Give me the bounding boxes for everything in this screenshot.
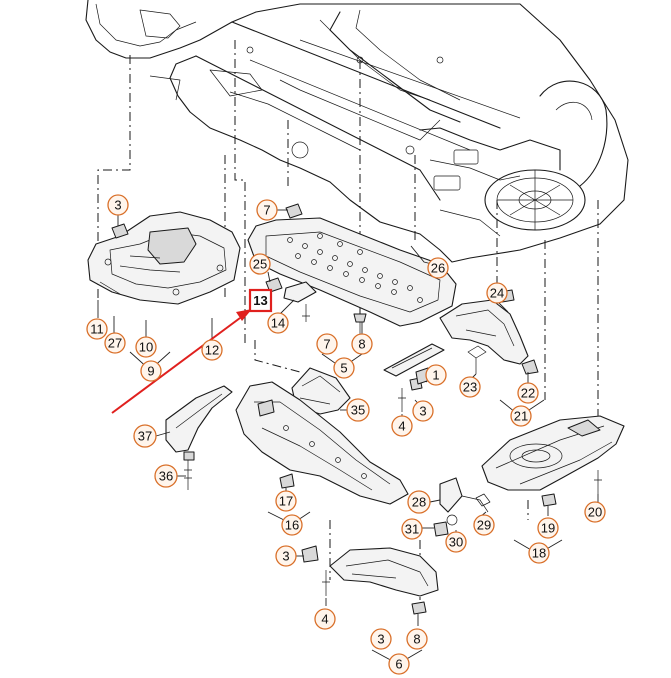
callout-4b[interactable]: 4 (314, 608, 336, 630)
callout-11[interactable]: 11 (86, 318, 108, 340)
svg-text:4: 4 (321, 612, 328, 627)
callout-23[interactable]: 23 (459, 376, 481, 398)
svg-text:21: 21 (514, 409, 528, 424)
svg-text:18: 18 (532, 546, 546, 561)
engine-undertray (87, 211, 241, 305)
callout-29[interactable]: 29 (473, 514, 495, 536)
svg-text:35: 35 (351, 403, 365, 418)
callout-22[interactable]: 22 (517, 382, 539, 404)
vehicle-underbody (85, 0, 629, 263)
svg-text:19: 19 (541, 521, 555, 536)
callout-24[interactable]: 24 (486, 282, 508, 304)
svg-text:37: 37 (138, 429, 152, 444)
svg-text:31: 31 (405, 522, 419, 537)
callout-3c[interactable]: 3 (275, 545, 297, 567)
callout-26[interactable]: 26 (427, 257, 449, 279)
svg-text:7: 7 (263, 203, 270, 218)
callout-25[interactable]: 25 (249, 253, 271, 275)
fastener-group (433, 477, 491, 537)
callout-8b[interactable]: 8 (406, 628, 428, 650)
svg-text:1: 1 (432, 368, 439, 383)
svg-text:27: 27 (108, 336, 122, 351)
callout-8a[interactable]: 8 (351, 333, 373, 355)
callout-7a[interactable]: 7 (256, 199, 278, 221)
callout-18[interactable]: 18 (528, 542, 550, 564)
callout-14[interactable]: 14 (267, 312, 289, 334)
callout-10[interactable]: 10 (135, 336, 157, 358)
callout-19[interactable]: 19 (537, 517, 559, 539)
svg-text:28: 28 (412, 495, 426, 510)
callout-30[interactable]: 30 (445, 531, 467, 553)
svg-text:5: 5 (340, 361, 347, 376)
svg-text:17: 17 (279, 494, 293, 509)
callout-28[interactable]: 28 (407, 490, 431, 514)
callout-3a[interactable]: 3 (107, 194, 129, 216)
svg-text:8: 8 (358, 337, 365, 352)
svg-text:13: 13 (253, 293, 267, 308)
highlight-arrow (111, 309, 252, 414)
callout-3d[interactable]: 3 (370, 628, 392, 650)
rear-underbody-panel (481, 415, 625, 507)
svg-text:11: 11 (90, 322, 104, 337)
highlighted-part-label[interactable]: 13 (248, 288, 273, 313)
svg-text:24: 24 (490, 286, 504, 301)
svg-text:16: 16 (285, 518, 299, 533)
svg-text:12: 12 (205, 343, 219, 358)
svg-text:3: 3 (377, 632, 384, 647)
callout-35[interactable]: 35 (346, 398, 370, 422)
callout-4a[interactable]: 4 (391, 415, 413, 437)
svg-text:29: 29 (477, 518, 491, 533)
bottom-tray (301, 545, 439, 615)
svg-text:8: 8 (413, 632, 420, 647)
callout-5[interactable]: 5 (333, 357, 355, 379)
callout-36[interactable]: 36 (154, 464, 178, 488)
center-underbody-panel (247, 203, 457, 336)
callout-17[interactable]: 17 (275, 490, 297, 512)
callout-20[interactable]: 20 (584, 501, 606, 523)
svg-text:9: 9 (147, 364, 154, 379)
left-bracket (165, 385, 233, 490)
callout-3b[interactable]: 3 (412, 400, 434, 422)
center-bracket (383, 343, 445, 412)
svg-text:3: 3 (419, 404, 426, 419)
svg-text:22: 22 (521, 386, 535, 401)
callout-9[interactable]: 9 (140, 360, 162, 382)
callout-21[interactable]: 21 (510, 405, 532, 427)
svg-text:10: 10 (139, 340, 153, 355)
rear-right-trim (439, 289, 539, 375)
assembly-lines (97, 40, 599, 600)
long-side-panel (235, 381, 409, 505)
callout-12[interactable]: 12 (201, 339, 223, 361)
svg-text:14: 14 (271, 316, 285, 331)
svg-text:6: 6 (395, 657, 402, 672)
svg-text:20: 20 (588, 505, 602, 520)
svg-text:7: 7 (323, 337, 330, 352)
callout-37[interactable]: 37 (133, 424, 157, 448)
svg-text:36: 36 (159, 469, 173, 484)
svg-text:3: 3 (114, 198, 121, 213)
svg-text:3: 3 (282, 549, 289, 564)
callout-7b[interactable]: 7 (316, 333, 338, 355)
svg-text:25: 25 (253, 257, 267, 272)
svg-text:23: 23 (463, 380, 477, 395)
callout-1[interactable]: 1 (425, 364, 447, 386)
callout-6[interactable]: 6 (388, 653, 410, 675)
callout-16[interactable]: 16 (281, 514, 303, 536)
callout-27[interactable]: 27 (104, 332, 126, 354)
callout-31[interactable]: 31 (401, 518, 423, 540)
svg-text:26: 26 (431, 261, 445, 276)
svg-text:30: 30 (449, 535, 463, 550)
svg-text:4: 4 (398, 419, 405, 434)
